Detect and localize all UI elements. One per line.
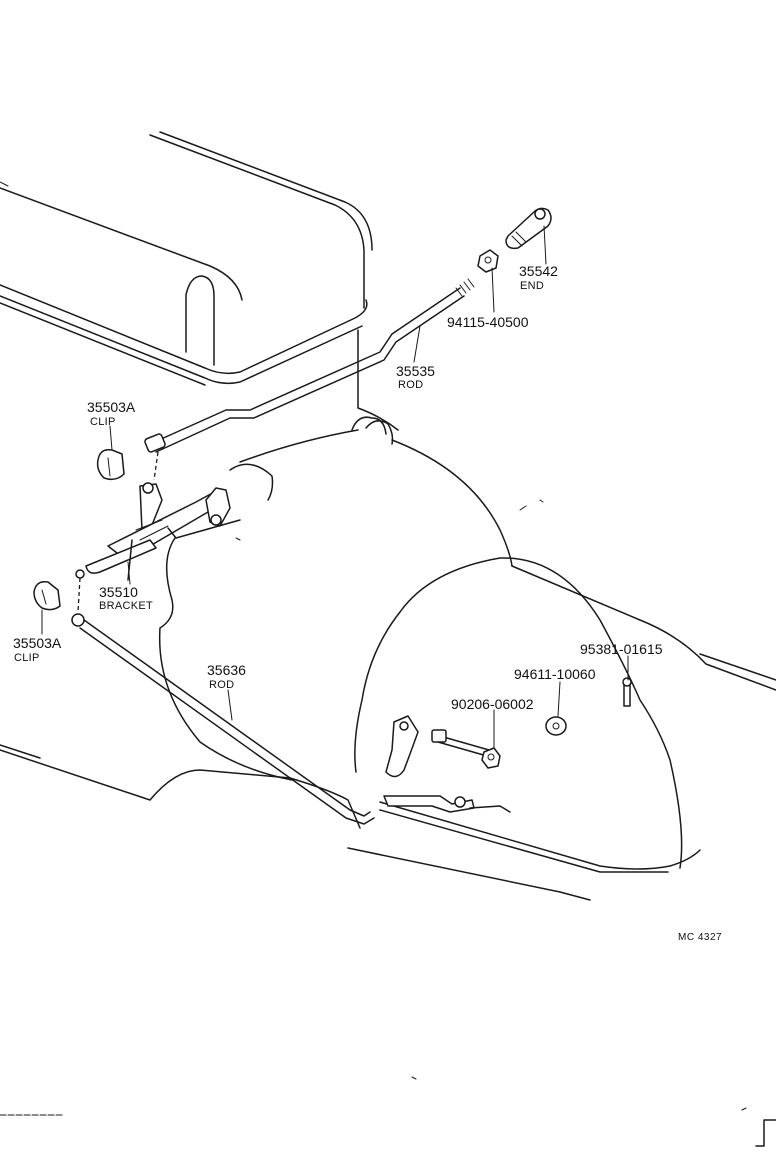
part-name-rod-upper: ROD	[398, 379, 423, 391]
part-name-clip-upper: CLIP	[90, 416, 116, 428]
washer-part	[545, 716, 567, 736]
part-number-bracket: 35510	[99, 584, 138, 600]
part-number-cotter-pin: 95381-01615	[580, 641, 663, 657]
part-name-end: END	[520, 280, 544, 292]
part-number-rod-upper: 35535	[396, 363, 435, 379]
lower-rod	[71, 613, 375, 825]
label-rod-upper: 35535 ROD	[396, 363, 435, 391]
label-cotter-pin: 95381-01615	[580, 641, 663, 657]
part-name-bracket: BRACKET	[99, 600, 153, 612]
upper-rod	[144, 278, 475, 453]
part-number-clip-lower: 35503A	[13, 635, 62, 651]
label-clip-upper: 35503A CLIP	[87, 399, 136, 428]
label-nut-top: 94115-40500	[447, 314, 529, 330]
cotter-pin-part	[622, 677, 632, 707]
label-nut-lower: 90206-06002	[451, 696, 534, 712]
part-number-nut-lower: 90206-06002	[451, 696, 534, 712]
label-clip-lower: 35503A CLIP	[13, 635, 62, 664]
bracket-assembly	[75, 482, 241, 581]
part-number-rod-lower: 35636	[207, 662, 246, 678]
part-number-washer: 94611-10060	[514, 666, 596, 682]
label-washer: 94611-10060	[514, 666, 596, 682]
part-number-nut-top: 94115-40500	[447, 314, 529, 330]
lower-linkage	[383, 715, 511, 813]
leader-lines	[41, 225, 629, 749]
lower-nut-part	[481, 747, 501, 769]
top-nut-part	[477, 249, 499, 273]
rod-end-part	[505, 207, 552, 250]
lower-clip-part	[33, 577, 81, 613]
part-name-clip-lower: CLIP	[14, 652, 40, 664]
label-bracket: 35510 BRACKET	[99, 584, 153, 612]
edge-marks	[0, 1114, 776, 1147]
label-rod-lower: 35636 ROD	[207, 662, 246, 691]
upper-clip-part	[96, 448, 159, 481]
part-number-end: 35542	[519, 263, 558, 279]
label-end: 35542 END	[519, 263, 558, 292]
part-name-rod-lower: ROD	[209, 679, 234, 691]
part-number-clip-upper: 35503A	[87, 399, 136, 415]
engine-valve-cover	[0, 131, 373, 386]
transmission-housing	[0, 329, 776, 1111]
diagram-code: MC 4327	[678, 932, 722, 943]
